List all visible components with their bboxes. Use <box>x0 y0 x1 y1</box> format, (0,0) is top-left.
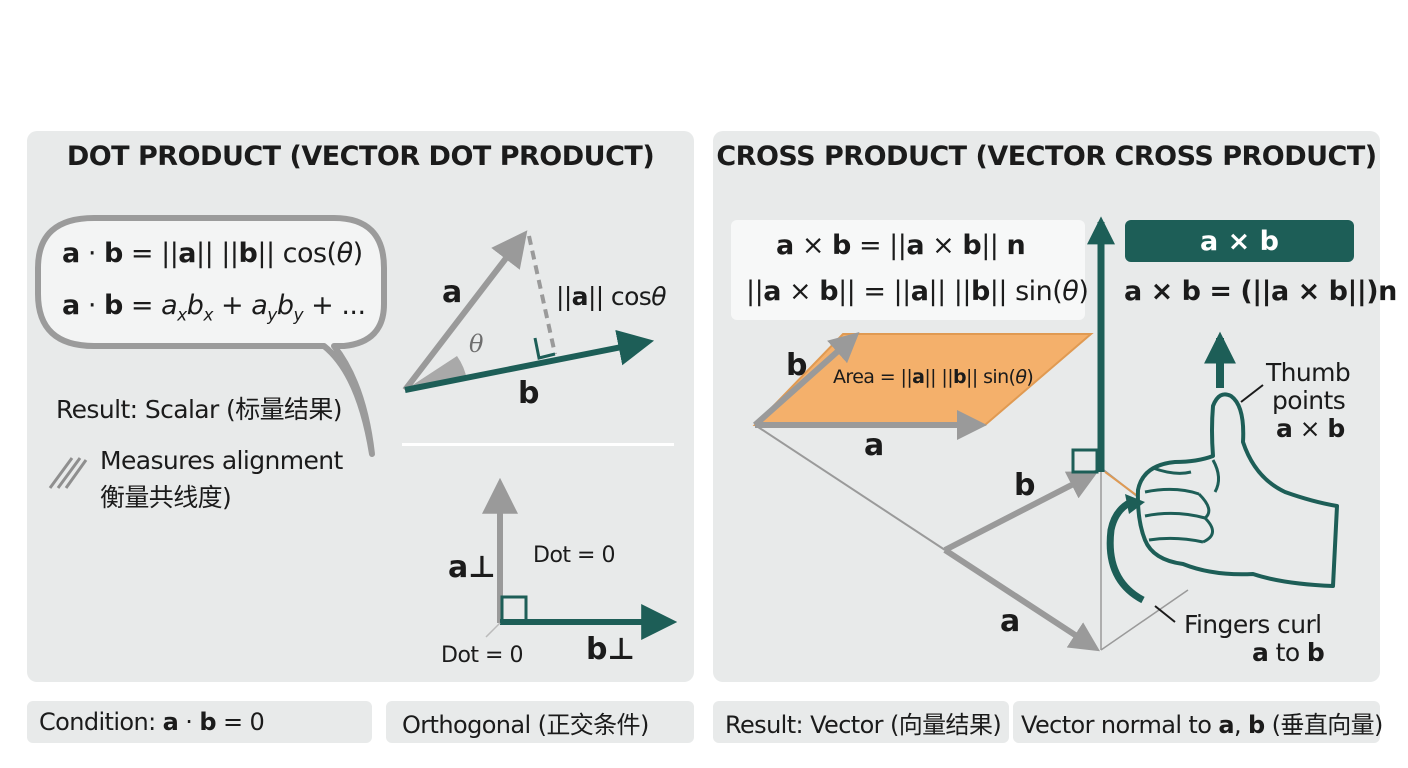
cross-label-a-bottom: a <box>1000 604 1021 639</box>
label-a-perp: a⊥ <box>448 550 496 585</box>
thumb-line-2: points <box>1272 386 1346 415</box>
cross-label-a-top: a <box>864 428 885 463</box>
thumb-line-1: Thumb <box>1266 358 1351 387</box>
dot-label-a: a <box>442 275 463 310</box>
measures-line-2: 衡量共线度) <box>100 483 232 512</box>
axb-header-box: a × b <box>1125 220 1354 262</box>
formula-speech-bubble <box>35 215 387 457</box>
cross-product-diagram <box>752 216 1339 652</box>
cross-label-b-bottom: b <box>1014 468 1036 503</box>
measures-line-1: Measures alignment <box>100 446 343 475</box>
orthogonal-diagram <box>482 477 678 640</box>
label-b-perp: b⊥ <box>586 632 635 667</box>
condition-text: Condition: a · b = 0 <box>39 708 265 736</box>
dot-formula-1: a · b = ||a|| ||b|| cos(θ) <box>62 238 363 269</box>
dot-zero-label-1: Dot = 0 <box>533 543 615 568</box>
hatch-icon <box>48 457 88 489</box>
cross-label-b-top: b <box>786 348 808 383</box>
result-vector-bar: Result: Vector (向量结果) <box>713 701 1009 743</box>
area-label: Area = ||a|| ||b|| sin(θ) <box>833 366 1034 388</box>
condition-bar: Condition: a · b = 0 <box>27 701 372 743</box>
dot-zero-label-2: Dot = 0 <box>441 643 523 668</box>
cross-formula-2: ||a × b|| = ||a|| ||b|| sin(θ) <box>746 276 1089 307</box>
cross-formula-3: a × b = (||a × b||)n <box>1124 276 1397 307</box>
projection-diagram <box>402 230 655 393</box>
cross-product-title: CROSS PRODUCT (VECTOR CROSS PRODUCT) <box>716 141 1377 172</box>
dot-result-text: Result: Scalar (标量结果) <box>56 395 343 424</box>
dot-product-title: DOT PRODUCT (VECTOR DOT PRODUCT) <box>66 141 655 172</box>
dot-label-theta: θ <box>469 330 484 358</box>
orthogonal-bar: Orthogonal (正交条件) <box>386 701 694 743</box>
fingers-line-2: a to b <box>1252 638 1325 667</box>
cross-formula-box <box>731 220 1085 320</box>
normal-vector-text: Vector normal to a, b (垂直向量) <box>1021 710 1383 739</box>
dot-formula-2: a · b = axbx + ayby + ... <box>62 290 366 326</box>
cross-formula-1: a × b = ||a × b|| n <box>776 230 1026 261</box>
divider <box>402 443 674 446</box>
projection-label: ||a|| cosθ <box>556 282 666 311</box>
dot-label-b: b <box>518 376 540 411</box>
fingers-line-1: Fingers curl <box>1184 610 1322 639</box>
thumb-line-3: a × b <box>1276 414 1345 443</box>
normal-vector-bar: Vector normal to a, b (垂直向量) <box>1013 701 1383 743</box>
